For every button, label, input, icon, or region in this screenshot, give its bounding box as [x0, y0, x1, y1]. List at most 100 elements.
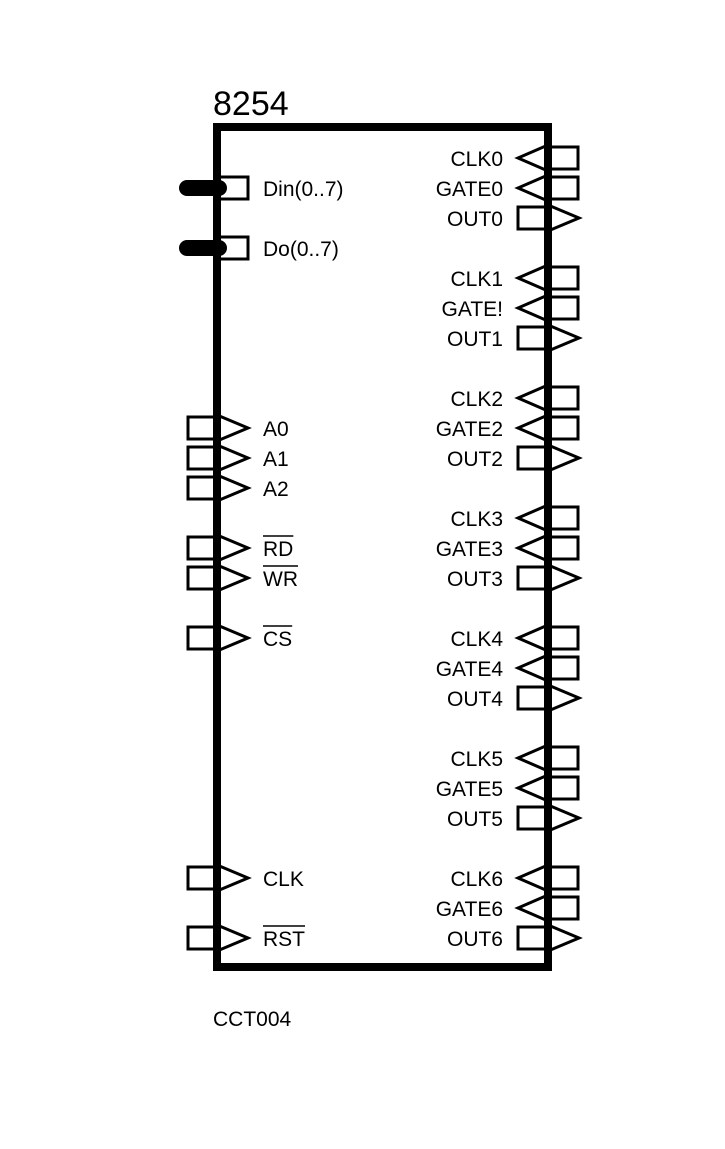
- pin-port-box: [186, 865, 219, 891]
- input-arrow-icon: [514, 533, 549, 563]
- pin-label: A1: [263, 448, 289, 471]
- pin-port-box: [546, 265, 580, 291]
- right-pin-out4: OUT4: [447, 683, 583, 713]
- right-pin-clk4: CLK4: [450, 623, 580, 653]
- output-arrow-icon: [547, 203, 583, 233]
- right-pin-gate3: GATE3: [436, 533, 580, 563]
- pin-port-box: [516, 565, 550, 591]
- pin-port-box: [186, 475, 219, 501]
- output-arrow-icon: [547, 923, 583, 953]
- pin-label: GATE3: [436, 538, 503, 561]
- pin-label: CLK2: [450, 388, 503, 411]
- left-pin-do-0-7: Do(0..7): [179, 235, 339, 261]
- pin-label: Din(0..7): [263, 178, 344, 201]
- output-arrow-icon: [547, 803, 583, 833]
- pin-port-box: [186, 445, 219, 471]
- output-arrow-icon: [547, 323, 583, 353]
- pin-label: RD: [263, 538, 293, 561]
- right-pin-out1: OUT1: [447, 323, 583, 353]
- pin-label: GATE6: [436, 898, 503, 921]
- right-pin-gate6: GATE6: [436, 893, 580, 923]
- left-pin-cs: CS: [186, 623, 293, 653]
- input-arrow-icon: [514, 383, 549, 413]
- left-pin-a1: A1: [186, 443, 289, 473]
- component-name: 8254: [213, 85, 289, 123]
- pin-label: Do(0..7): [263, 238, 339, 261]
- right-pin-gate4: GATE4: [436, 653, 580, 683]
- right-pin-gate5: GATE5: [436, 773, 580, 803]
- right-pin-out2: OUT2: [447, 443, 583, 473]
- pin-label: CLK6: [450, 868, 503, 891]
- input-arrow-icon: [514, 143, 549, 173]
- pin-port-box: [546, 895, 580, 921]
- input-arrow-icon: [216, 413, 252, 443]
- right-pin-out3: OUT3: [447, 563, 583, 593]
- pin-port-box: [186, 925, 219, 951]
- right-pin-out0: OUT0: [447, 203, 583, 233]
- pin-label: CLK1: [450, 268, 503, 291]
- left-pin-clk: CLK: [186, 863, 304, 893]
- right-pin-gate0: GATE0: [436, 173, 580, 203]
- input-arrow-icon: [514, 173, 549, 203]
- output-arrow-icon: [547, 443, 583, 473]
- pin-label: OUT0: [447, 208, 503, 231]
- left-pin-din-0-7: Din(0..7): [179, 175, 344, 201]
- pin-label: OUT2: [447, 448, 503, 471]
- right-pin-clk5: CLK5: [450, 743, 580, 773]
- pin-label: CS: [263, 628, 292, 651]
- pin-label: OUT1: [447, 328, 503, 351]
- pin-port-box: [546, 625, 580, 651]
- pin-label: OUT4: [447, 688, 503, 711]
- pin-port-box: [516, 205, 550, 231]
- bus-connector-bar: [179, 180, 227, 196]
- pin-port-box: [516, 445, 550, 471]
- right-pin-clk2: CLK2: [450, 383, 580, 413]
- input-arrow-icon: [514, 743, 549, 773]
- left-pin-a0: A0: [186, 413, 289, 443]
- pin-label: GATE2: [436, 418, 503, 441]
- input-arrow-icon: [216, 443, 252, 473]
- right-pin-clk3: CLK3: [450, 503, 580, 533]
- pin-port-box: [546, 295, 580, 321]
- pin-port-box: [186, 565, 219, 591]
- pin-port-box: [186, 535, 219, 561]
- pin-port-box: [516, 805, 550, 831]
- pin-label: GATE!: [442, 298, 503, 321]
- bus-connector-bar: [179, 240, 227, 256]
- pin-label: GATE5: [436, 778, 503, 801]
- input-arrow-icon: [514, 263, 549, 293]
- pin-port-box: [546, 505, 580, 531]
- pin-port-box: [546, 415, 580, 441]
- pin-label: OUT3: [447, 568, 503, 591]
- pin-label: A2: [263, 478, 289, 501]
- pin-port-box: [546, 655, 580, 681]
- pin-port-box: [546, 535, 580, 561]
- pin-port-box: [516, 925, 550, 951]
- pin-label: GATE0: [436, 178, 503, 201]
- input-arrow-icon: [514, 503, 549, 533]
- pin-label: OUT5: [447, 808, 503, 831]
- pin-port-box: [546, 775, 580, 801]
- pin-label: CLK3: [450, 508, 503, 531]
- input-arrow-icon: [514, 293, 549, 323]
- left-pin-rst: RST: [186, 923, 305, 953]
- pin-label: CLK0: [450, 148, 503, 171]
- output-arrow-icon: [547, 563, 583, 593]
- pin-label: CLK: [263, 868, 304, 891]
- input-arrow-icon: [216, 563, 252, 593]
- pin-label: CLK5: [450, 748, 503, 771]
- right-pin-out5: OUT5: [447, 803, 583, 833]
- input-arrow-icon: [216, 863, 252, 893]
- input-arrow-icon: [514, 653, 549, 683]
- pin-label: A0: [263, 418, 289, 441]
- pin-port-box: [516, 685, 550, 711]
- pin-label: CLK4: [450, 628, 503, 651]
- input-arrow-icon: [216, 923, 252, 953]
- input-arrow-icon: [514, 863, 549, 893]
- input-arrow-icon: [216, 623, 252, 653]
- input-arrow-icon: [216, 533, 252, 563]
- output-arrow-icon: [547, 683, 583, 713]
